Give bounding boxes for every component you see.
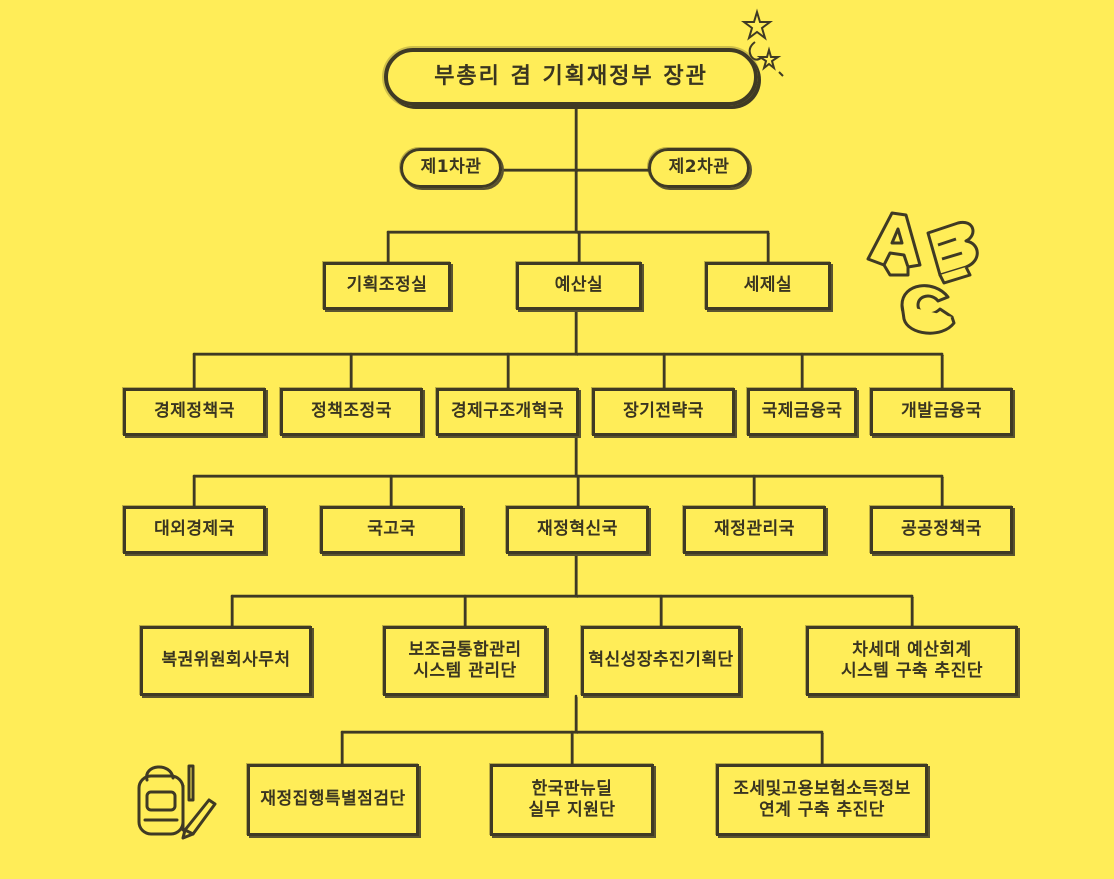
unit-innovative-growth-planning: 혁신성장추진기획단 bbox=[581, 626, 741, 696]
star-icon bbox=[741, 8, 784, 77]
bureau-long-term-strategy: 장기전략국 bbox=[592, 388, 735, 436]
bureau-fiscal-innovation: 재정혁신국 bbox=[506, 506, 649, 554]
bureau-fiscal-management: 재정관리국 bbox=[683, 506, 826, 554]
backpack-icon bbox=[137, 764, 217, 840]
office-planning-coordination: 기획조정실 bbox=[323, 262, 451, 310]
unit-lottery-commission-office: 복권위원회사무처 bbox=[140, 626, 312, 696]
bureau-international-finance: 국제금융국 bbox=[747, 388, 857, 436]
unit-next-gen-budget-accounting: 차세대 예산회계 시스템 구축 추진단 bbox=[806, 626, 1018, 696]
bureau-treasury: 국고국 bbox=[320, 506, 463, 554]
bureau-public-policy: 공공정책국 bbox=[870, 506, 1013, 554]
office-budget: 예산실 bbox=[516, 262, 642, 310]
abc-blocks-icon bbox=[866, 211, 979, 335]
unit-fiscal-execution-inspection: 재정집행특별점검단 bbox=[247, 764, 419, 836]
bureau-economic-policy: 경제정책국 bbox=[123, 388, 266, 436]
office-tax: 세제실 bbox=[705, 262, 831, 310]
unit-subsidy-management-system: 보조금통합관리 시스템 관리단 bbox=[383, 626, 547, 696]
bureau-economic-structural-reform: 경제구조개혁국 bbox=[436, 388, 579, 436]
first-vice-minister: 제1차관 bbox=[400, 148, 502, 188]
bureau-policy-coordination: 정책조정국 bbox=[280, 388, 423, 436]
bureau-external-economy: 대외경제국 bbox=[123, 506, 266, 554]
bureau-development-finance: 개발금융국 bbox=[870, 388, 1013, 436]
minister-box: 부총리 겸 기획재정부 장관 bbox=[384, 48, 758, 106]
second-vice-minister: 제2차관 bbox=[648, 148, 750, 188]
unit-korean-new-deal-support: 한국판뉴딜 실무 지원단 bbox=[490, 764, 654, 836]
unit-tax-insurance-income-link: 조세및고용보험소득정보 연계 구축 추진단 bbox=[716, 764, 928, 836]
